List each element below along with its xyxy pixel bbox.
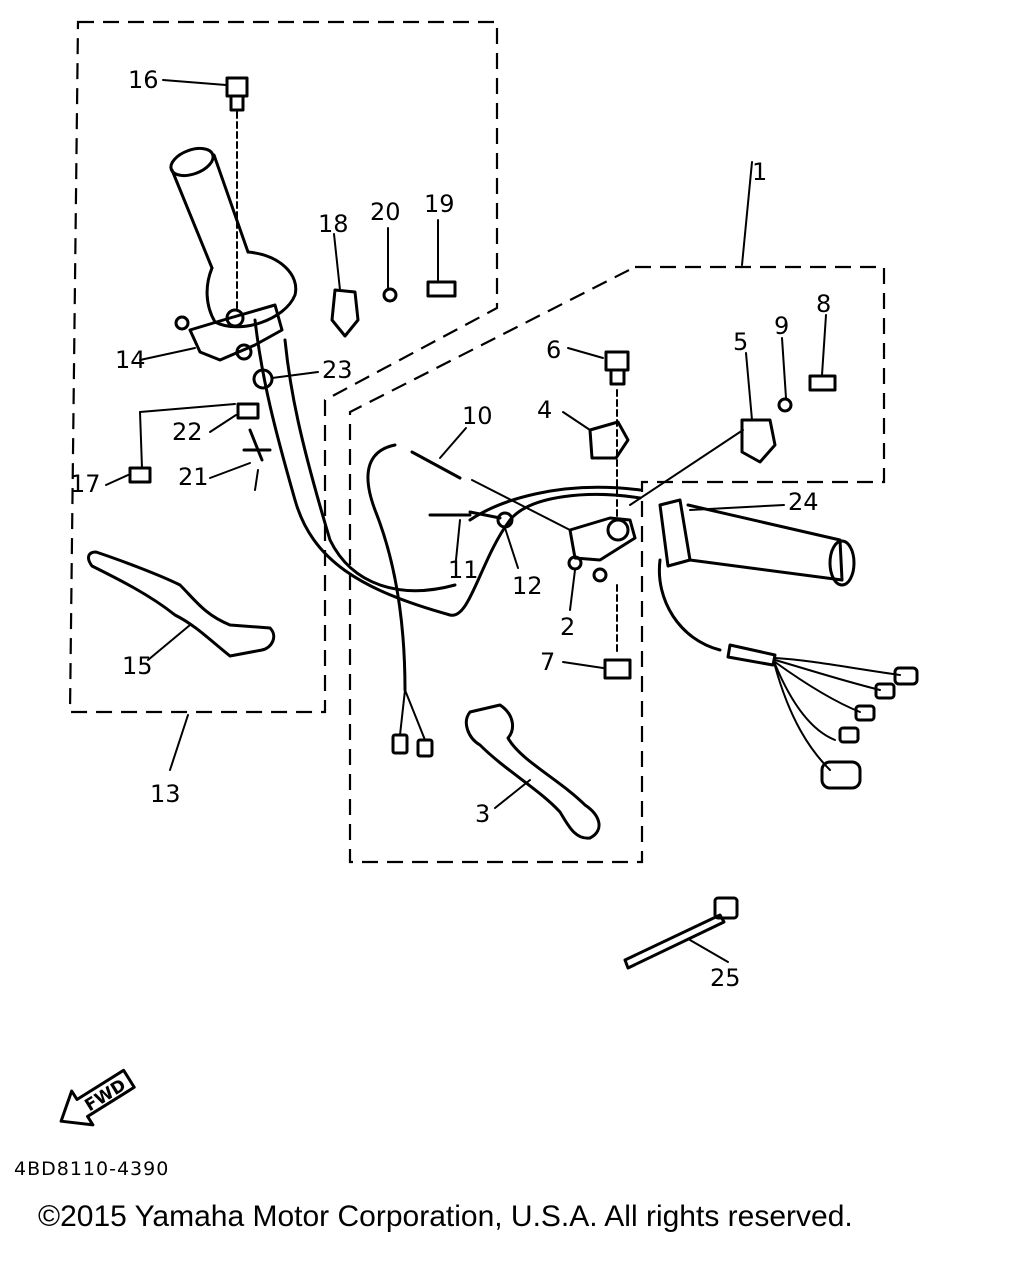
right-wiring-harness <box>657 558 919 790</box>
callout-10: 10 <box>462 402 493 430</box>
callout-18: 18 <box>318 210 349 238</box>
callout-20: 20 <box>370 198 401 226</box>
callout-16: 16 <box>128 66 159 94</box>
fwd-arrow-icon: FWD <box>59 1068 136 1127</box>
callout-17: 17 <box>70 470 101 498</box>
callouts: 1 2 3 4 5 6 7 8 9 10 11 12 13 14 15 16 1… <box>70 66 831 992</box>
callout-15: 15 <box>122 652 153 680</box>
callout-24: 24 <box>788 488 819 516</box>
callout-4: 4 <box>537 396 552 424</box>
callout-11: 11 <box>448 556 479 584</box>
right-lever-holder <box>567 516 637 583</box>
callout-14: 14 <box>115 346 146 374</box>
callout-12: 12 <box>512 572 543 600</box>
callout-6: 6 <box>546 336 561 364</box>
callout-23: 23 <box>322 356 353 384</box>
leader-lines <box>105 79 827 963</box>
left-lever <box>87 550 276 658</box>
callout-3: 3 <box>475 800 490 828</box>
callout-25: 25 <box>710 964 741 992</box>
brake-switch-wires <box>366 443 514 758</box>
callout-19: 19 <box>424 190 455 218</box>
callout-7: 7 <box>540 648 555 676</box>
callout-21: 21 <box>178 463 209 491</box>
left-grip <box>169 146 298 329</box>
diagram-code: 4BD8110-4390 <box>14 1158 170 1180</box>
cable-tie <box>623 896 739 970</box>
right-assembly-enclosure <box>348 265 886 864</box>
right-throttle-grip <box>658 498 856 587</box>
callout-13: 13 <box>150 780 181 808</box>
right-hardware <box>471 350 837 680</box>
left-lever-holder <box>174 303 284 390</box>
callout-22: 22 <box>172 418 203 446</box>
callout-5: 5 <box>733 328 748 356</box>
callout-9: 9 <box>774 312 789 340</box>
left-hardware <box>128 76 457 491</box>
left-assembly-enclosure <box>68 20 499 714</box>
callout-1: 1 <box>752 158 767 186</box>
right-lever <box>464 703 601 840</box>
callout-8: 8 <box>816 290 831 318</box>
copyright-notice: ©2015 Yamaha Motor Corporation, U.S.A. A… <box>38 1200 853 1233</box>
callout-2: 2 <box>560 613 575 641</box>
